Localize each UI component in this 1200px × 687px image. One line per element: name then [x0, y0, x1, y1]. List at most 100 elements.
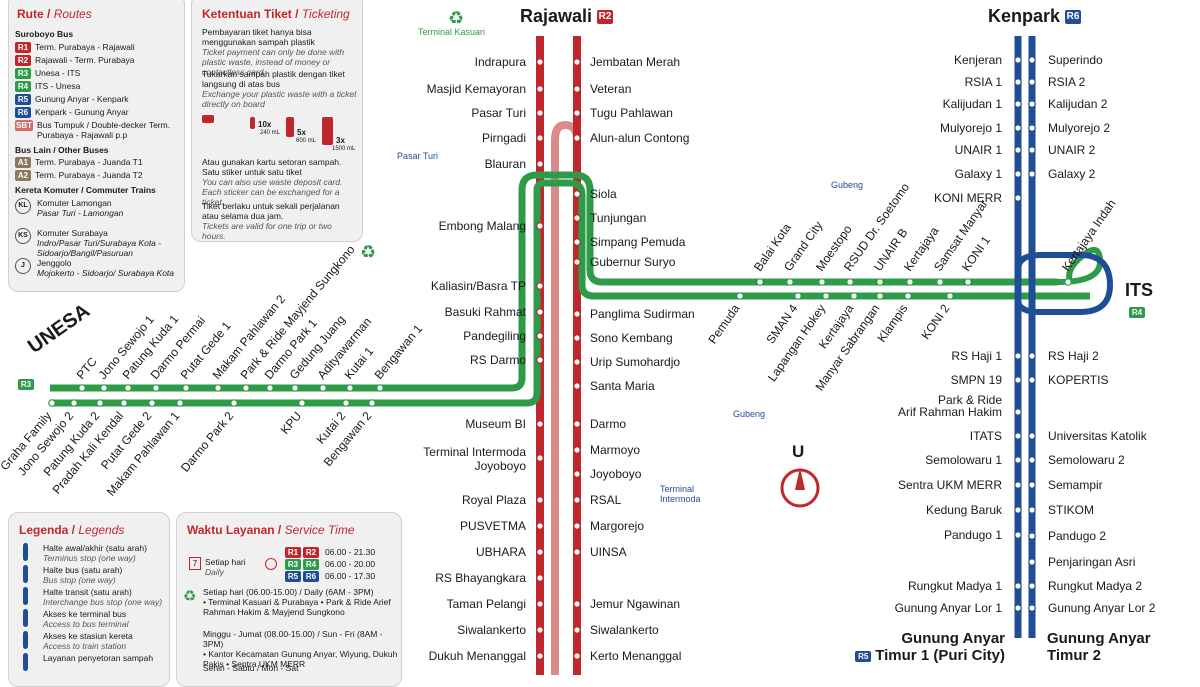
bus-stop-marker[interactable] — [48, 399, 56, 407]
bus-stop-marker[interactable] — [876, 292, 884, 300]
bus-stop-marker[interactable] — [573, 214, 581, 222]
stop-label-blue-left[interactable]: SMPN 19 — [951, 373, 1003, 387]
bus-stop-marker[interactable] — [1014, 408, 1022, 416]
stop-label-red-left[interactable]: Dukuh Menanggal — [429, 649, 526, 663]
bus-stop-marker[interactable] — [536, 600, 544, 608]
bus-stop-marker[interactable] — [536, 308, 544, 316]
bus-stop-marker[interactable] — [536, 58, 544, 66]
stop-label-red-left[interactable]: Pirngadi — [482, 131, 526, 145]
stop-label-green[interactable]: Pemuda — [705, 301, 742, 346]
stop-label-blue-right[interactable]: Rungkut Madya 2 — [1048, 579, 1142, 593]
stop-label-red-right[interactable]: Margorejo — [590, 519, 644, 533]
bus-stop-marker[interactable] — [1014, 146, 1022, 154]
bus-stop-marker[interactable] — [756, 278, 764, 286]
stop-label-blue-right[interactable]: RSIA 2 — [1048, 75, 1086, 89]
bus-stop-marker[interactable] — [573, 522, 581, 530]
bus-stop-marker[interactable] — [1014, 56, 1022, 64]
stop-label-red-left[interactable]: Terminal Intermoda — [423, 445, 526, 459]
bus-stop-marker[interactable] — [573, 626, 581, 634]
stop-label-blue-left[interactable]: UNAIR 1 — [955, 143, 1003, 157]
bus-stop-marker[interactable] — [573, 446, 581, 454]
bus-stop-marker[interactable] — [573, 652, 581, 660]
stop-label-red-right[interactable]: Tugu Pahlawan — [590, 106, 673, 120]
stop-label-red-right[interactable]: Siola — [590, 187, 617, 201]
bus-stop-marker[interactable] — [536, 454, 544, 462]
bus-stop-marker[interactable] — [794, 292, 802, 300]
bus-stop-marker[interactable] — [319, 384, 327, 392]
stop-label-red-left[interactable]: PUSVETMA — [460, 519, 526, 533]
bus-stop-marker[interactable] — [1028, 376, 1036, 384]
bus-stop-marker[interactable] — [573, 58, 581, 66]
bus-stop-marker[interactable] — [536, 222, 544, 230]
stop-label-red-left[interactable]: UBHARA — [476, 545, 526, 559]
bus-stop-marker[interactable] — [1014, 78, 1022, 86]
bus-stop-marker[interactable] — [818, 278, 826, 286]
bus-stop-marker[interactable] — [1028, 604, 1036, 612]
bus-stop-marker[interactable] — [100, 384, 108, 392]
bus-stop-marker[interactable] — [120, 399, 128, 407]
bus-stop-marker[interactable] — [573, 238, 581, 246]
bus-stop-marker[interactable] — [536, 652, 544, 660]
bus-stop-marker[interactable] — [1028, 582, 1036, 590]
stop-label-red-right[interactable]: Santa Maria — [590, 379, 655, 393]
stop-label-blue-left[interactable]: Kalijudan 1 — [943, 97, 1003, 111]
bus-stop-marker[interactable] — [846, 278, 854, 286]
bus-stop-marker[interactable] — [96, 399, 104, 407]
stop-label-red-right[interactable]: Urip Sumohardjo — [590, 355, 680, 369]
bus-stop-marker[interactable] — [904, 292, 912, 300]
stop-label-red-left[interactable]: Taman Pelangi — [447, 597, 526, 611]
bus-stop-marker[interactable] — [342, 399, 350, 407]
bus-stop-marker[interactable] — [242, 384, 250, 392]
kenpark-terminal[interactable]: Kenpark R6 — [988, 6, 1085, 27]
bus-stop-marker[interactable] — [1014, 506, 1022, 514]
bus-stop-marker[interactable] — [736, 292, 744, 300]
stop-label-blue-left[interactable]: Sentra UKM MERR — [898, 478, 1002, 492]
bus-stop-marker[interactable] — [573, 548, 581, 556]
stop-label-red-right[interactable]: Alun-alun Contong — [590, 131, 689, 145]
bus-stop-marker[interactable] — [182, 384, 190, 392]
stop-label-blue-right[interactable]: Kalijudan 2 — [1048, 97, 1108, 111]
bus-stop-marker[interactable] — [266, 384, 274, 392]
stop-label-blue-left[interactable]: Park & Ride — [938, 393, 1002, 407]
stop-label-blue-right[interactable]: Superindo — [1048, 53, 1103, 67]
stop-label-green[interactable]: Darmo Park 2 — [178, 409, 237, 475]
bus-stop-marker[interactable] — [78, 384, 86, 392]
stop-label-blue-left[interactable]: Rungkut Madya 1 — [908, 579, 1002, 593]
gunung-anyar-timur-2[interactable]: Gunung Anyar Timur 2 — [1047, 630, 1151, 664]
bus-stop-marker[interactable] — [1014, 124, 1022, 132]
stop-label-blue-right[interactable]: Universitas Katolik — [1048, 429, 1148, 443]
bus-stop-marker[interactable] — [1014, 432, 1022, 440]
bus-stop-marker[interactable] — [536, 282, 544, 290]
stop-label-red-left[interactable]: Pandegiling — [463, 329, 526, 343]
stop-label-red-left[interactable]: Museum BI — [465, 417, 526, 431]
stop-label-blue-right[interactable]: KOPERTIS — [1048, 373, 1108, 387]
stop-label-red-left[interactable]: Pasar Turi — [471, 106, 526, 120]
bus-stop-marker[interactable] — [573, 310, 581, 318]
stop-label-blue-left[interactable]: Pandugo 1 — [944, 528, 1002, 542]
stop-label-red-right[interactable]: Sono Kembang — [590, 331, 673, 345]
stop-label-red-left[interactable]: RS Bhayangkara — [435, 571, 526, 585]
bus-stop-marker[interactable] — [1014, 352, 1022, 360]
bus-stop-marker[interactable] — [536, 574, 544, 582]
rajawali-terminal[interactable]: Rajawali R2 — [520, 6, 617, 27]
bus-stop-marker[interactable] — [573, 358, 581, 366]
stop-label-blue-right[interactable]: Gunung Anyar Lor 2 — [1048, 601, 1156, 615]
bus-stop-marker[interactable] — [573, 470, 581, 478]
stop-label-red-right[interactable]: Veteran — [590, 82, 631, 96]
stop-label-red-left[interactable]: Royal Plaza — [462, 493, 526, 507]
stop-label-red-left[interactable]: Blauran — [485, 157, 526, 171]
bus-stop-marker[interactable] — [1028, 456, 1036, 464]
bus-stop-marker[interactable] — [291, 384, 299, 392]
stop-label-blue-left[interactable]: Kedung Baruk — [926, 503, 1003, 517]
bus-stop-marker[interactable] — [1028, 432, 1036, 440]
bus-stop-marker[interactable] — [1014, 194, 1022, 202]
stop-label-red-right[interactable]: Tunjungan — [590, 211, 646, 225]
stop-label-red-right[interactable]: Marmoyo — [590, 443, 640, 457]
stop-label-blue-right[interactable]: Galaxy 2 — [1048, 167, 1096, 181]
stop-label-red-right[interactable]: Kerto Menanggal — [590, 649, 681, 663]
stop-label-blue-right[interactable]: Mulyorejo 2 — [1048, 121, 1110, 135]
